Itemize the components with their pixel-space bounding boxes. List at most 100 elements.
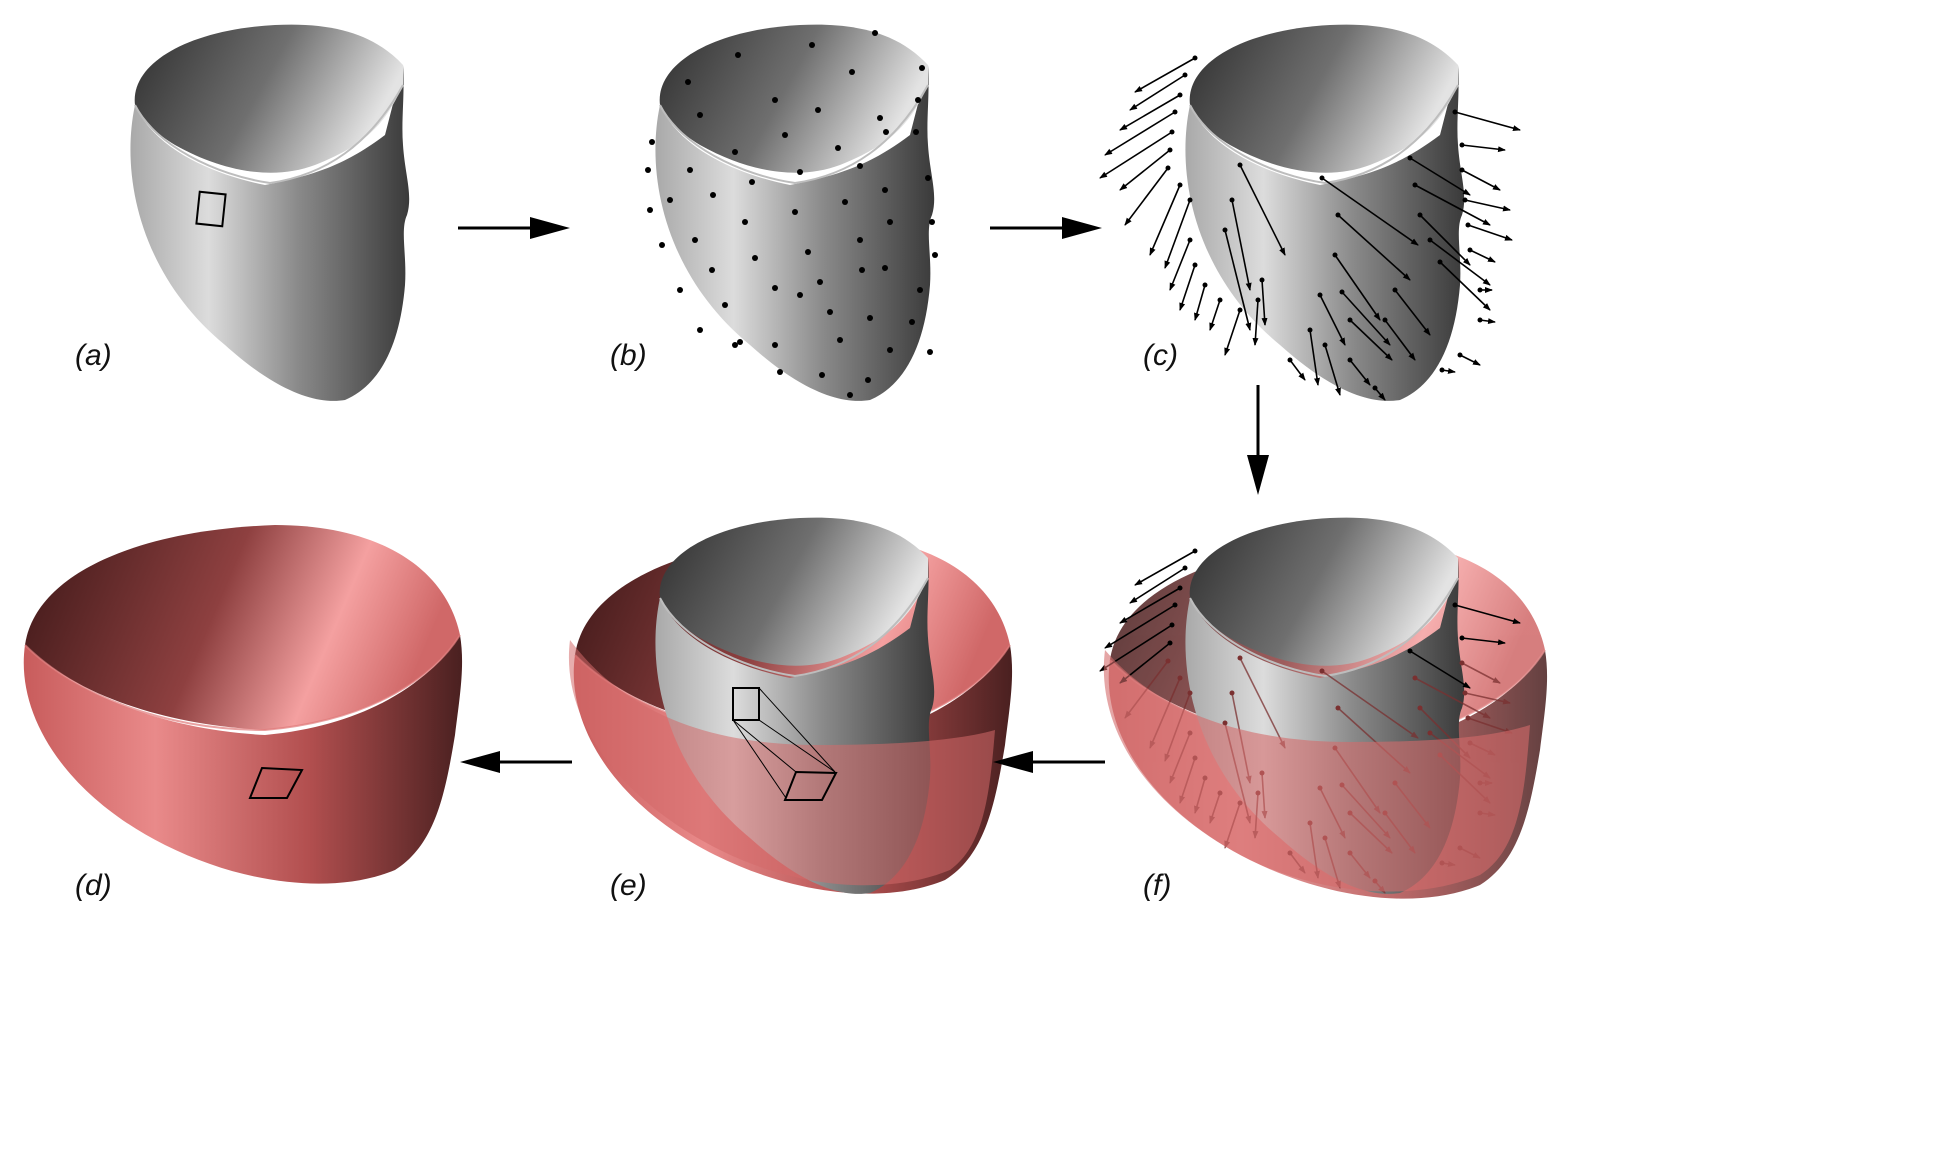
control-point — [685, 79, 691, 85]
panel-label-f: (f) — [1143, 869, 1171, 902]
displacement-arrow — [1439, 261, 1491, 311]
control-point — [1459, 167, 1465, 173]
displacement-arrow — [1419, 214, 1471, 266]
displacement-arrow — [1374, 387, 1386, 401]
control-point — [1335, 705, 1341, 711]
control-point — [1192, 548, 1198, 554]
control-point — [1255, 297, 1261, 303]
control-point — [1465, 222, 1471, 228]
control-point — [659, 242, 665, 248]
control-point — [1459, 635, 1465, 641]
control-point — [1332, 252, 1338, 258]
translucent-shell-f — [1103, 650, 1530, 892]
displacement-arrow — [1129, 567, 1186, 604]
flow-arrow-e-to-d — [460, 751, 572, 773]
control-point — [1177, 92, 1183, 98]
flow-arrow-b-to-c — [990, 217, 1102, 239]
displacement-arrow — [1289, 359, 1306, 381]
control-point — [932, 252, 938, 258]
control-point — [805, 249, 811, 255]
displacement-arrow — [1321, 670, 1419, 739]
displacement-arrow — [1319, 294, 1346, 346]
flow-arrow-a-to-b — [458, 217, 570, 239]
control-point — [1417, 705, 1423, 711]
control-point — [1477, 287, 1483, 293]
control-point — [1182, 565, 1188, 571]
control-point — [867, 315, 873, 321]
displacement-arrow — [1164, 199, 1191, 269]
control-point — [857, 163, 863, 169]
displacement-arrow — [1134, 57, 1196, 93]
displacement-arrow — [1179, 264, 1196, 311]
control-point — [732, 342, 738, 348]
control-point — [842, 199, 848, 205]
control-point — [667, 197, 673, 203]
displacement-arrow — [1461, 637, 1506, 646]
control-point — [645, 167, 651, 173]
control-point — [1169, 129, 1175, 135]
control-point — [913, 129, 919, 135]
displacement-arrow — [1209, 299, 1221, 331]
displacement-arrow — [1479, 318, 1496, 325]
control-point — [1187, 237, 1193, 243]
control-point — [915, 97, 921, 103]
control-point — [882, 187, 888, 193]
control-point — [1237, 655, 1243, 661]
control-point — [917, 287, 923, 293]
displacement-arrow — [1119, 94, 1181, 131]
control-point — [1462, 690, 1468, 696]
control-point — [827, 309, 833, 315]
control-point — [1427, 237, 1433, 243]
control-point — [1165, 658, 1171, 664]
displacement-arrow — [1224, 229, 1252, 331]
displacement-arrow — [1454, 111, 1521, 132]
panel-label-b: (b) — [610, 339, 647, 372]
control-point — [849, 69, 855, 75]
control-point — [737, 339, 743, 345]
control-point — [857, 237, 863, 243]
displacement-arrow — [1429, 239, 1491, 286]
control-point — [735, 52, 741, 58]
control-point — [1192, 55, 1198, 61]
control-point — [742, 219, 748, 225]
control-point — [1237, 162, 1243, 168]
displacement-arrow — [1349, 319, 1393, 361]
control-point — [1172, 602, 1178, 608]
displacement-arrow — [1467, 224, 1513, 241]
control-point — [1217, 297, 1223, 303]
control-point — [1417, 212, 1423, 218]
control-point — [1229, 197, 1235, 203]
displacement-arrow — [1467, 717, 1513, 734]
control-point — [819, 372, 825, 378]
control-point — [1462, 197, 1468, 203]
control-point — [877, 115, 883, 121]
control-point — [1229, 690, 1235, 696]
control-point — [1412, 182, 1418, 188]
panel-d: (d) — [22, 524, 464, 902]
control-point — [1182, 72, 1188, 78]
control-point — [709, 267, 715, 273]
control-point — [929, 219, 935, 225]
control-point — [1222, 227, 1228, 233]
control-point — [909, 319, 915, 325]
control-point — [1167, 147, 1173, 153]
control-point — [1319, 668, 1325, 674]
control-point — [732, 149, 738, 155]
control-point — [647, 207, 653, 213]
displacement-arrow — [1252, 299, 1259, 346]
displacement-arrow — [1454, 604, 1521, 625]
control-point — [1187, 197, 1193, 203]
control-point — [649, 139, 655, 145]
control-point — [919, 65, 925, 71]
control-point — [809, 42, 815, 48]
panel-b: (b) — [610, 23, 938, 402]
displacement-arrow — [1099, 131, 1173, 179]
control-point — [1427, 730, 1433, 736]
control-point — [1459, 142, 1465, 148]
displacement-arrow — [1461, 169, 1501, 191]
translucent-shell-e — [568, 640, 995, 886]
control-point — [1319, 175, 1325, 181]
displacement-arrow — [1334, 254, 1381, 321]
control-point — [815, 107, 821, 113]
displacement-arrow — [1194, 284, 1206, 321]
